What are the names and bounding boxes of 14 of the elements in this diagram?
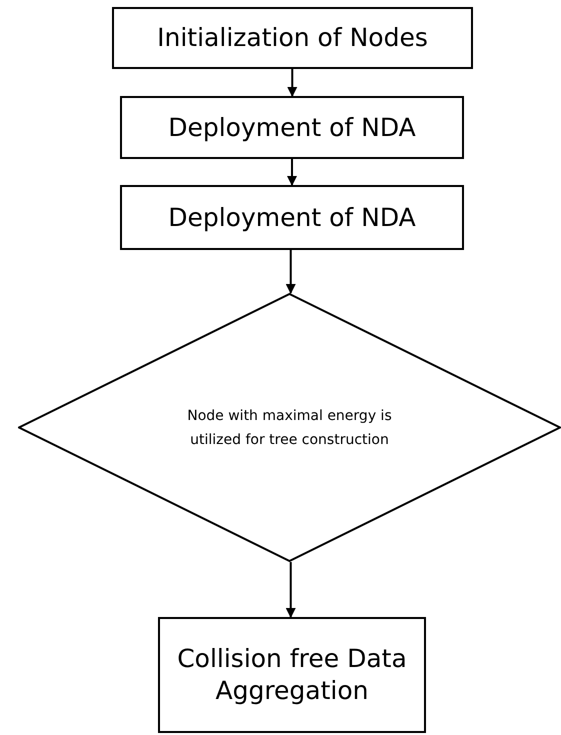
process-box	[120, 96, 464, 159]
arrow	[287, 69, 298, 97]
arrow	[287, 159, 297, 186]
arrow	[286, 562, 296, 618]
process-box	[158, 617, 426, 733]
arrow	[286, 250, 296, 294]
process-text: Initialization of Nodes	[157, 22, 428, 54]
process-text: Collision free Data Aggregation	[176, 643, 408, 707]
decision-diamond	[18, 293, 561, 562]
process-text: Deployment of NDA	[168, 202, 416, 234]
process-box	[112, 7, 473, 69]
decision-text: Node with maximal energy is utilized for tree construction	[186, 406, 393, 450]
process-box	[120, 185, 464, 250]
process-text: Deployment of NDA	[168, 112, 416, 144]
